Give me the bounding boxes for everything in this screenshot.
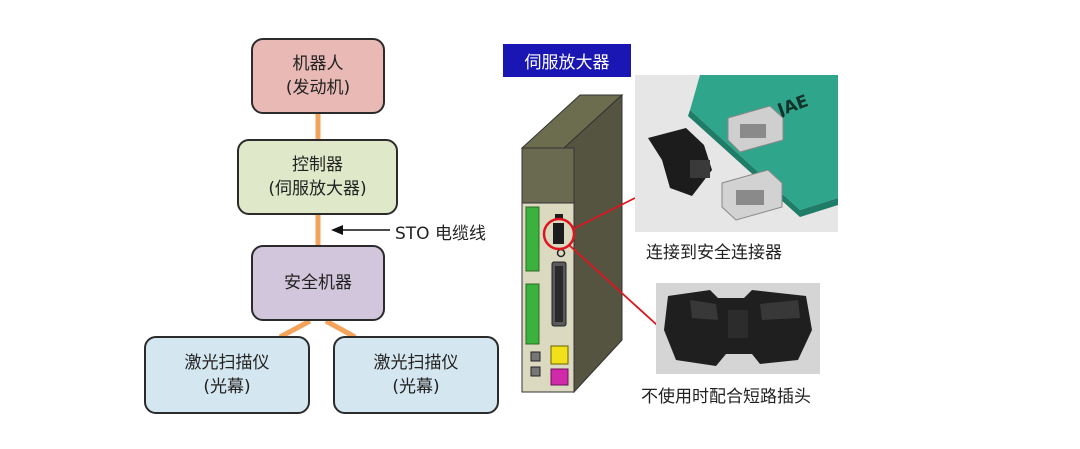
robot-sublabel: (发动机) <box>285 78 351 98</box>
sto-arrow-head <box>331 225 343 235</box>
safety-scanner-left-line <box>278 318 312 340</box>
laser-scanner-left-label: 激光扫描仪 <box>184 353 270 373</box>
pointer-line-bottom <box>568 244 658 326</box>
controller-label: 控制器 <box>292 155 343 175</box>
robot-label: 机器人 <box>292 54 344 74</box>
caption-short-circuit-plug: 不使用时配合短路插头 <box>641 387 811 407</box>
laser-scanner-left-sublabel: (光幕) <box>203 377 251 397</box>
safety-scanner-right-line <box>324 318 357 340</box>
laser-scanner-right-box: 激光扫描仪 (光幕) <box>333 336 499 414</box>
laser-scanner-left-box: 激光扫描仪 (光幕) <box>144 336 310 414</box>
pointer-line-top <box>572 197 636 230</box>
laser-scanner-right-label: 激光扫描仪 <box>373 353 459 373</box>
safety-device-label: 安全机器 <box>284 273 352 293</box>
controller-sublabel: (伺服放大器) <box>268 179 367 199</box>
connector-highlight-circle <box>542 217 576 251</box>
caption-safety-connector: 连接到安全连接器 <box>646 243 782 263</box>
robot-box: 机器人 (发动机) <box>251 38 385 114</box>
sto-cable-label: STO 电缆线 <box>395 224 486 244</box>
controller-box: 控制器 (伺服放大器) <box>237 139 398 215</box>
laser-scanner-right-sublabel: (光幕) <box>392 377 440 397</box>
servo-amplifier-title: 伺服放大器 <box>503 44 631 77</box>
safety-device-box: 安全机器 <box>251 245 385 321</box>
